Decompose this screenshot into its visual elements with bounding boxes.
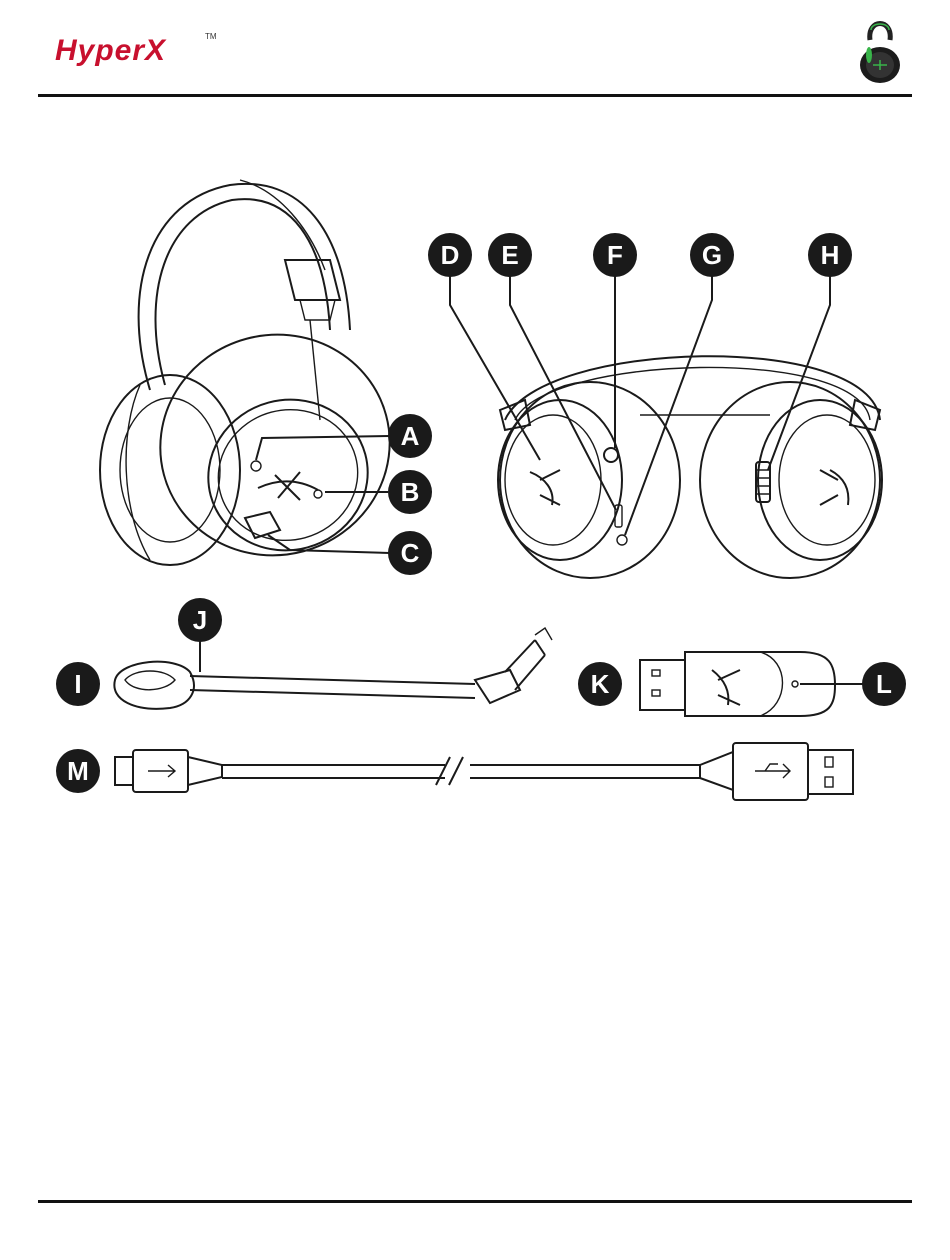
callout-b-label: B: [401, 477, 420, 507]
callout-e: E: [488, 233, 532, 277]
callout-f-label: F: [607, 240, 623, 270]
callout-h-label: H: [821, 240, 840, 270]
callout-h: H: [808, 233, 852, 277]
callout-j-label: J: [193, 605, 207, 635]
callout-g-label: G: [702, 240, 722, 270]
headset-side-view: [100, 180, 415, 581]
callout-k-label: K: [591, 669, 610, 699]
callout-m: M: [56, 749, 100, 793]
callout-j: J: [178, 598, 222, 642]
callout-m-label: M: [67, 756, 89, 786]
callout-d-label: D: [441, 240, 460, 270]
callout-k: K: [578, 662, 622, 706]
callout-d: D: [428, 233, 472, 277]
callout-b: B: [388, 470, 432, 514]
usb-charge-cable: [115, 743, 853, 800]
footer-divider: [38, 1200, 912, 1203]
callout-l: L: [862, 662, 906, 706]
detachable-microphone: [114, 628, 552, 709]
callout-e-label: E: [501, 240, 518, 270]
callout-a: A: [388, 414, 432, 458]
callout-a-label: A: [401, 421, 420, 451]
callout-i: I: [56, 662, 100, 706]
callout-f: F: [593, 233, 637, 277]
callout-c-label: C: [401, 538, 420, 568]
callout-i-label: I: [74, 669, 81, 699]
headset-front-view: [498, 356, 882, 578]
callout-c: C: [388, 531, 432, 575]
callout-l-label: L: [876, 669, 892, 699]
callout-g: G: [690, 233, 734, 277]
